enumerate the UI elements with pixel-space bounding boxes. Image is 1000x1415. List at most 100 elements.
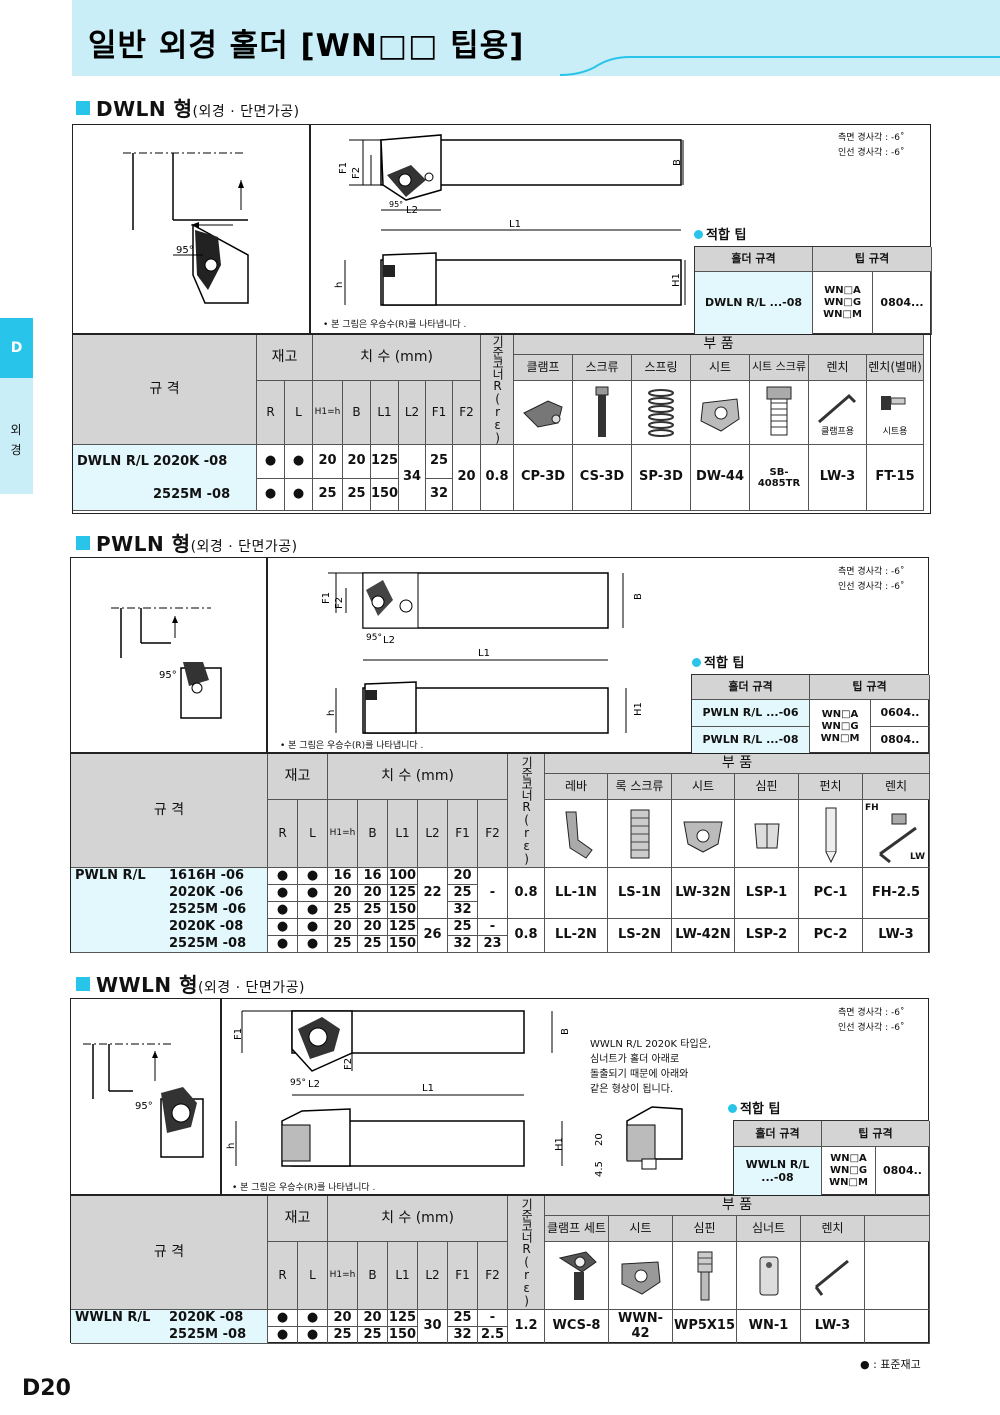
dwln-figure-note: • 본 그림은 우승수(R)를 나타냅니다 .: [323, 320, 467, 330]
wwln-figure-note: • 본 그림은 우승수(R)를 나타냅니다 .: [232, 1183, 376, 1193]
punch-image: [799, 800, 863, 868]
dim-value: 20: [313, 445, 343, 479]
col-F2: F2: [478, 1242, 508, 1310]
dim-value: 25: [448, 919, 478, 936]
fit-tip: 0604..: [871, 700, 930, 727]
dim-value: 16: [358, 868, 388, 885]
part-code: CP-3D: [514, 445, 573, 511]
svg-text:20: 20: [594, 1133, 605, 1146]
dwln-side-figure: 95°: [123, 152, 249, 304]
part-name: 스프링: [632, 355, 691, 381]
pwln-spec-table: 규 격 재고 치 수 (mm) 기준코너R(rε) 부 품 레바 록 스크류 시…: [70, 753, 930, 953]
part-code: DW-44: [691, 445, 750, 511]
pwln-fit-label-text: 적합 팁: [704, 656, 745, 671]
svg-text:95°: 95°: [389, 200, 403, 209]
wrench-icon: [814, 1259, 849, 1296]
dim-value: 125: [388, 885, 418, 902]
dim-value: 125: [388, 1310, 418, 1327]
dim-value: 25: [313, 479, 343, 511]
svg-text:L2: L2: [308, 1079, 320, 1090]
dim-value: 32: [448, 902, 478, 919]
dwln-section-title: DWLN 형(외경 · 단면가공): [76, 93, 300, 122]
svg-text:95°: 95°: [176, 245, 194, 256]
dwln-fit-label: 적합 팁: [694, 224, 746, 243]
pwln-title: PWLN 형: [96, 532, 191, 556]
col-L2: L2: [418, 1242, 448, 1310]
dim-value: 25: [328, 902, 358, 919]
col-R: R: [257, 381, 285, 445]
dim-value: 20: [358, 885, 388, 902]
wrench-label: FH: [865, 803, 879, 813]
series-name: PWLN R/L: [75, 868, 146, 884]
dim-value: 100: [388, 868, 418, 885]
stock-mark: ●: [298, 902, 328, 919]
dim-value: 22: [418, 868, 448, 919]
svg-text:F2: F2: [351, 167, 362, 179]
stock-mark: ●: [298, 1310, 328, 1327]
svg-text:L2: L2: [383, 635, 395, 646]
corner-header: 기준코너R(rε): [481, 335, 514, 445]
svg-text:95°: 95°: [366, 633, 382, 643]
stock-mark: ●: [257, 479, 285, 511]
dim-value: 26: [418, 919, 448, 953]
svg-text:F2: F2: [343, 1058, 354, 1070]
dim-value: 32: [426, 479, 453, 511]
part-name: 펀치: [799, 774, 863, 800]
dim-value: 20: [328, 885, 358, 902]
banner-curve: [560, 55, 1000, 76]
svg-text:4.5: 4.5: [594, 1161, 605, 1177]
part-note: 시트용: [882, 426, 908, 437]
wwln-fit-label: 적합 팁: [728, 1098, 780, 1117]
part-name: 렌치(별매): [867, 355, 924, 381]
fit-tip: 0804...: [873, 272, 932, 335]
dim-value: 32: [448, 936, 478, 953]
col-L: L: [285, 381, 313, 445]
part-code: PC-1: [799, 868, 863, 919]
col-H1: H1=h: [313, 381, 343, 445]
pwln-subtitle: (외경 · 단면가공): [190, 539, 298, 555]
dim-value: 25: [358, 902, 388, 919]
dim-value: 25: [358, 1327, 388, 1344]
svg-text:L1: L1: [509, 219, 521, 230]
svg-text:L1: L1: [422, 1083, 434, 1094]
part-name: 시트: [672, 774, 735, 800]
wwln-angle-note-2: 인선 경사각 : -6˚: [838, 1023, 905, 1033]
svg-text:L2: L2: [406, 205, 418, 216]
part-name: 록 스크류: [608, 774, 672, 800]
svg-text:h: h: [226, 1143, 237, 1149]
corner-value: 0.8: [481, 445, 514, 511]
stock-mark: ●: [298, 936, 328, 953]
wrench-label: LW: [910, 852, 925, 863]
torx-wrench-icon: [881, 395, 906, 410]
part-code: LL-1N: [545, 868, 608, 919]
screw-image: [573, 381, 632, 445]
clamp-image: [514, 381, 573, 445]
part-code: PC-2: [799, 919, 863, 953]
dim-value: 16: [328, 868, 358, 885]
part-name: 클램프: [514, 355, 573, 381]
col-F2: F2: [478, 800, 508, 868]
part-note: 클램프용: [820, 426, 855, 437]
divider: [266, 557, 268, 753]
row-code: 2020K -06: [169, 885, 244, 901]
svg-text:B: B: [560, 1028, 571, 1035]
col-F1: F1: [448, 800, 478, 868]
part-name: 심핀: [735, 774, 799, 800]
row-code: 2525M -06: [169, 902, 247, 918]
wrench-icon: [879, 813, 917, 863]
dim-value: 150: [371, 479, 399, 511]
corner-header: 기준코너R(rε): [508, 754, 545, 868]
dim-value: 25: [426, 445, 453, 479]
dim-value: 20: [328, 1310, 358, 1327]
dwln-angle-note-1: 측면 경사각 : -6˚: [838, 133, 905, 143]
svg-text:95°: 95°: [159, 670, 177, 681]
col-B: B: [358, 1242, 388, 1310]
dim-value: 20: [453, 445, 481, 511]
part-code: SB-4085TR: [750, 445, 809, 511]
fit-holder-header: 홀더 규격: [695, 247, 813, 272]
dwln-angle-note-2: 인선 경사각 : -6˚: [838, 148, 905, 158]
stock-header: 재고: [257, 335, 313, 381]
part-name: 스크류: [573, 355, 632, 381]
pwln-figure-note: • 본 그림은 우승수(R)를 나타냅니다 .: [280, 741, 424, 751]
part-code: WCS-8: [545, 1310, 609, 1344]
